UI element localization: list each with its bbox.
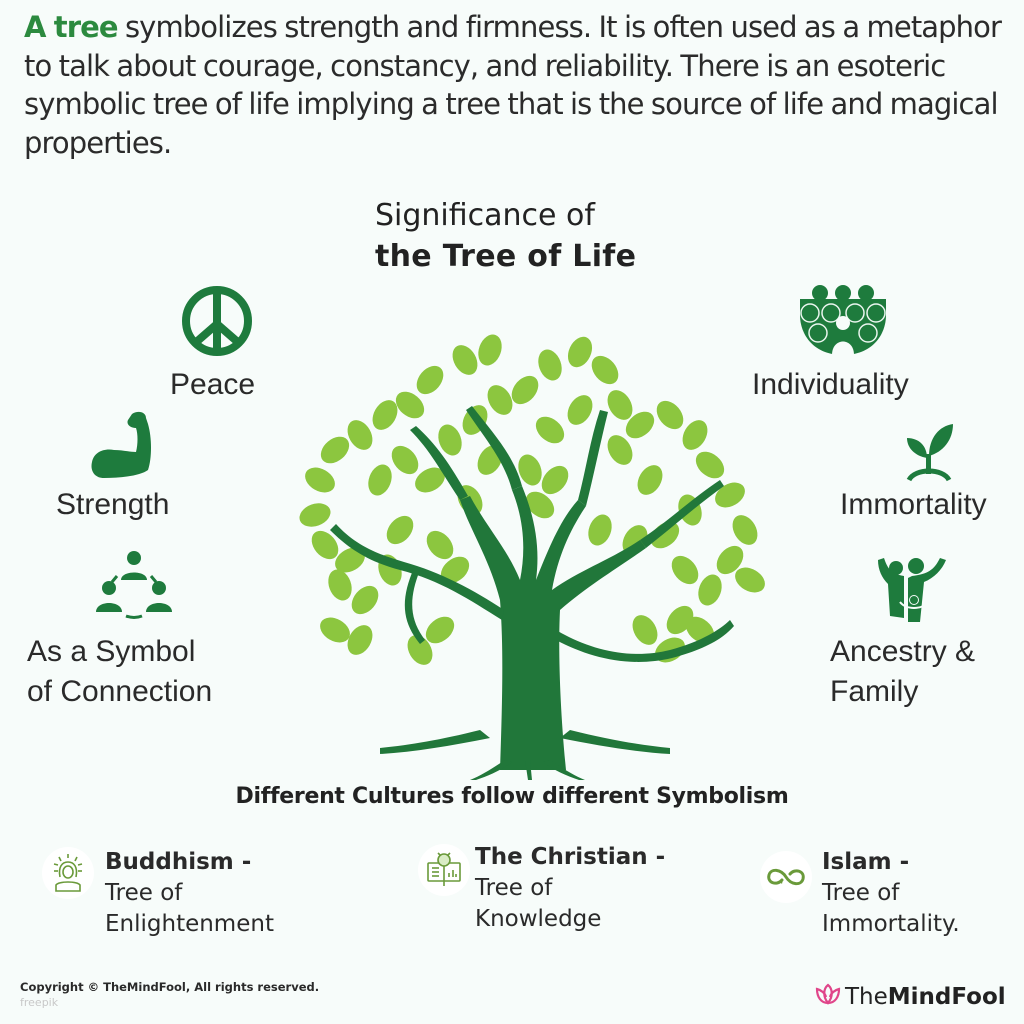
culture-text: Buddhism - Tree of Enlightenment (105, 847, 274, 940)
infinity-icon (760, 851, 812, 903)
feature-label: Peace (170, 368, 256, 401)
intro-lead: A tree (24, 10, 119, 44)
culture-desc-line2: Immortality. (822, 911, 960, 937)
feature-individuality: Individuality (752, 365, 909, 405)
culture-desc-line2: Knowledge (475, 906, 602, 932)
flexed-arm-icon (90, 410, 160, 487)
feature-ancestry-family: Ancestry & Family (830, 632, 975, 712)
feature-peace: Peace (170, 365, 255, 405)
intro-paragraph: A tree symbolizes strength and firmness.… (24, 8, 1014, 162)
feature-strength: Strength (56, 485, 169, 525)
people-connection-icon (95, 550, 173, 627)
sprout-icon (905, 420, 955, 487)
copyright-text: Copyright © TheMindFool, All rights rese… (20, 980, 320, 994)
feature-label: Immortality (840, 488, 987, 521)
feature-label-line2: of Connection (27, 675, 213, 708)
book-lightbulb-icon (418, 844, 470, 896)
culture-desc-line1: Tree of (105, 880, 183, 906)
feature-label-line1: As a Symbol (27, 635, 196, 668)
title-line1: Significance of (375, 198, 595, 233)
brand-name-light: The (845, 984, 888, 1010)
intro-text: symbolizes strength and firmness. It is … (24, 10, 1002, 160)
feature-connection: As a Symbol of Connection (27, 632, 212, 712)
peace-icon (180, 284, 254, 363)
culture-text: Islam - Tree of Immortality. (822, 847, 960, 940)
buddha-icon (42, 847, 94, 899)
feature-immortality: Immortality (840, 485, 987, 525)
brand-logo[interactable]: TheMindFool (815, 983, 1006, 1011)
feature-label: Strength (56, 488, 170, 521)
feature-label-line1: Ancestry & (830, 635, 976, 668)
page-title: Significance of the Tree of Life (375, 196, 675, 278)
culture-desc-line2: Enlightenment (105, 911, 274, 937)
family-icon (876, 556, 948, 631)
culture-name: Buddhism - (105, 849, 252, 875)
culture-desc-line1: Tree of (475, 875, 553, 901)
culture-text: The Christian - Tree of Knowledge (475, 842, 665, 935)
tree-of-life-illustration (290, 330, 770, 780)
feature-label-line2: Family (830, 675, 919, 708)
crowd-individual-icon (800, 285, 886, 360)
cultures-heading: Different Cultures follow different Symb… (235, 784, 789, 809)
image-credit: freepik (20, 996, 59, 1009)
culture-name: Islam - (822, 849, 910, 875)
lotus-icon (815, 983, 841, 1011)
brand-name-bold: MindFool (887, 984, 1006, 1010)
culture-desc-line1: Tree of (822, 880, 900, 906)
culture-name: The Christian - (475, 844, 666, 870)
feature-label: Individuality (752, 368, 909, 401)
title-line2: the Tree of Life (375, 239, 637, 274)
